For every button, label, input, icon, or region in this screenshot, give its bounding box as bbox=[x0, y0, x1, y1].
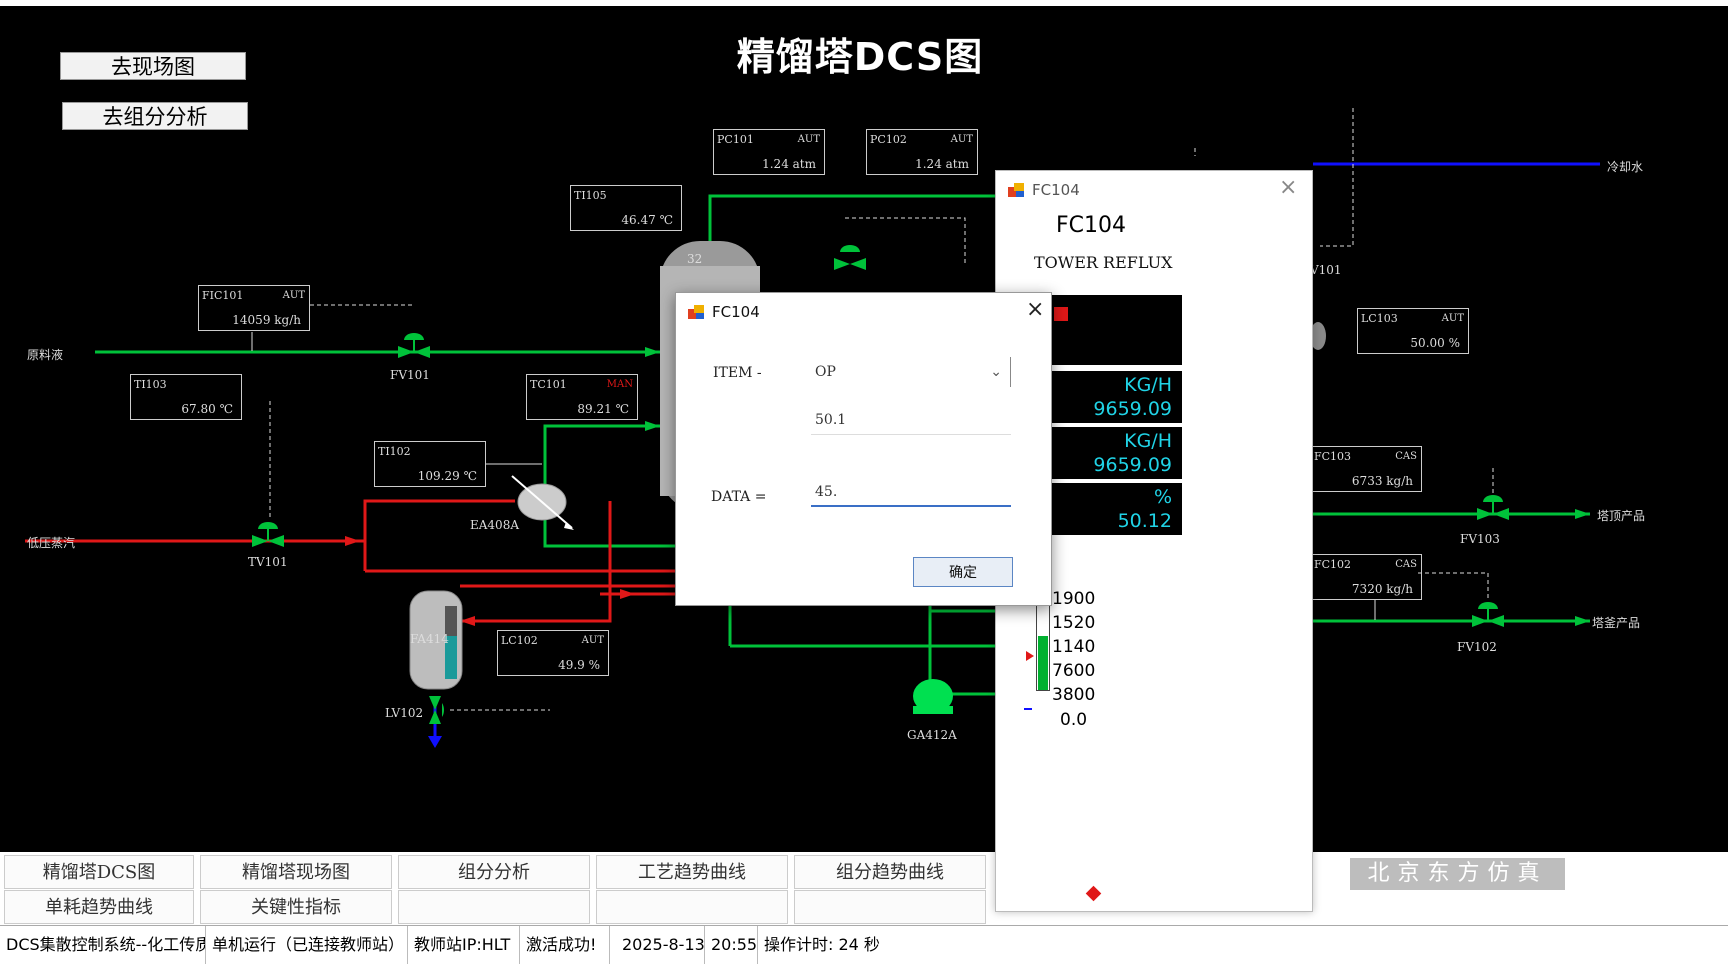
status-date: 2025-8-13 bbox=[610, 926, 705, 964]
page-title: 精馏塔DCS图 bbox=[736, 35, 984, 79]
label-tv101: TV101 bbox=[248, 555, 288, 569]
status-teacher-ip: 教师站IP:HLT bbox=[408, 926, 520, 964]
zero-marker-icon bbox=[1024, 708, 1032, 710]
nav-tab-process-trend[interactable]: 工艺趋势曲线 bbox=[596, 855, 788, 889]
label-lv102: LV102 bbox=[385, 706, 424, 720]
status-bar: DCS集散控制系统--化工传质 单机运行（已连接教师站） 教师站IP:HLT 激… bbox=[0, 925, 1728, 964]
label-fa414: FA414 bbox=[410, 632, 449, 646]
valve-lv102-icon[interactable] bbox=[429, 696, 445, 724]
heat-exchanger-ea408a[interactable] bbox=[511, 475, 574, 530]
faceplate-tag: FC104 bbox=[1056, 213, 1127, 238]
status-diamond-icon bbox=[1085, 885, 1102, 902]
dialog-title: FC104 bbox=[712, 303, 760, 321]
label-ea408a: EA408A bbox=[470, 518, 519, 532]
nav-tab-empty-2 bbox=[596, 890, 788, 924]
status-mode: 单机运行（已连接教师站） bbox=[206, 926, 408, 964]
label-fv101: FV101 bbox=[390, 368, 430, 382]
label-v101: V101 bbox=[1310, 263, 1342, 277]
scale-label: 1900 bbox=[1052, 589, 1096, 609]
current-value-field: 50.1 bbox=[811, 405, 1011, 435]
valve-tv101-icon[interactable] bbox=[252, 522, 284, 547]
status-activation: 激活成功! bbox=[520, 926, 610, 964]
alarm-indicator-icon bbox=[1054, 307, 1068, 321]
item-select[interactable]: OP ⌄ bbox=[811, 357, 1011, 387]
ok-button[interactable]: 确定 bbox=[913, 557, 1013, 587]
bottom-navigation: 精馏塔DCS图 精馏塔现场图 组分分析 工艺趋势曲线 组分趋势曲线 单耗趋势曲线… bbox=[0, 852, 1000, 924]
valve-fv103-icon[interactable] bbox=[1477, 495, 1509, 520]
scale-label: 7600 bbox=[1052, 661, 1096, 681]
label-top-product: 塔顶产品 bbox=[1597, 509, 1646, 523]
scale-label: 1140 bbox=[1052, 637, 1096, 657]
bar-graph-fill bbox=[1038, 636, 1048, 690]
faceplate-title: FC104 bbox=[1032, 181, 1080, 199]
pump-ga412a[interactable] bbox=[913, 679, 953, 714]
scale-label: 1520 bbox=[1052, 613, 1096, 633]
go-field-button[interactable]: 去现场图 bbox=[60, 52, 246, 80]
go-analysis-button[interactable]: 去组分分析 bbox=[62, 102, 248, 130]
data-input[interactable]: 45. bbox=[811, 477, 1011, 507]
chevron-down-icon: ⌄ bbox=[990, 364, 1002, 380]
label-fv103: FV103 bbox=[1460, 532, 1500, 546]
scale-label: 3800 bbox=[1052, 685, 1096, 705]
nav-tab-field[interactable]: 精馏塔现场图 bbox=[200, 855, 392, 889]
close-icon[interactable]: × bbox=[1279, 175, 1298, 200]
status-system: DCS集散控制系统--化工传质 bbox=[0, 926, 206, 964]
status-time: 20:55 bbox=[705, 926, 758, 964]
nav-tab-kpi[interactable]: 关键性指标 bbox=[200, 890, 392, 924]
close-icon[interactable]: × bbox=[1026, 297, 1045, 322]
label-ga412a: GA412A bbox=[907, 728, 957, 742]
app-icon bbox=[688, 305, 704, 319]
nav-tab-dcs[interactable]: 精馏塔DCS图 bbox=[4, 855, 194, 889]
app-icon bbox=[1008, 183, 1024, 197]
valve-fv101-icon[interactable] bbox=[398, 333, 430, 358]
nav-tab-composition[interactable]: 组分分析 bbox=[398, 855, 590, 889]
label-tray-32: 32 bbox=[687, 252, 703, 266]
label-steam: 低压蒸汽 bbox=[27, 536, 76, 550]
label-cooling-water: 冷却水 bbox=[1607, 160, 1644, 174]
nav-tab-consumption-trend[interactable]: 单耗趋势曲线 bbox=[4, 890, 194, 924]
label-feed: 原料液 bbox=[27, 348, 64, 362]
brand-logo: 北京东方仿真 bbox=[1350, 858, 1565, 890]
status-timer: 操作计时: 24 秒 bbox=[764, 935, 880, 954]
scale-label: 0.0 bbox=[1060, 710, 1088, 730]
label-fv102: FV102 bbox=[1457, 640, 1497, 654]
faceplate-description: TOWER REFLUX bbox=[1034, 253, 1173, 272]
label-bottom-product: 塔釜产品 bbox=[1592, 616, 1641, 630]
data-entry-dialog: FC104 × ITEM - OP ⌄ 50.1 DATA = 45. 确定 bbox=[675, 292, 1052, 606]
valve-fv102-icon[interactable] bbox=[1472, 602, 1504, 627]
data-label: DATA = bbox=[711, 489, 767, 505]
valve-top-icon[interactable] bbox=[834, 245, 866, 270]
nav-tab-composition-trend[interactable]: 组分趋势曲线 bbox=[794, 855, 986, 889]
item-label: ITEM - bbox=[713, 365, 762, 381]
nav-tab-empty-3 bbox=[794, 890, 986, 924]
nav-tab-empty-1 bbox=[398, 890, 590, 924]
vessel-fa414[interactable] bbox=[409, 590, 463, 690]
sp-marker-icon bbox=[1026, 651, 1034, 661]
bar-graph bbox=[1036, 581, 1050, 691]
